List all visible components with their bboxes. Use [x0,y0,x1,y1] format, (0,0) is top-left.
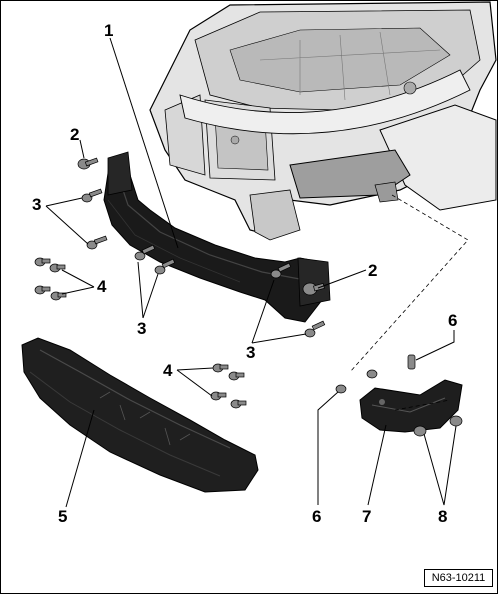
callout-2: 2 [368,261,378,280]
bolt-4-d [50,291,67,301]
screw-3-d [154,258,176,275]
callout-1: 1 [104,21,114,40]
callout-6: 6 [312,507,322,526]
bolt-4-h [230,399,247,409]
leader-lines [45,37,457,508]
callout-4: 4 [163,361,173,380]
bolt-4-a [34,257,51,267]
callout-7: 7 [362,507,372,526]
screw-8-a [413,425,427,437]
screw-2-upper [77,157,99,170]
clip-6-upper [407,354,416,370]
screw-3-e [270,262,292,279]
figure-reference-code: N63-10211 [424,569,493,587]
bolt-4-c [34,285,51,295]
clip-6-lower [335,384,347,394]
callout-8: 8 [438,507,448,526]
part-7-side-bracket [359,379,463,433]
callout-4: 4 [97,277,107,296]
callout-6: 6 [448,311,458,330]
part-5-energy-absorber [21,337,259,493]
bolt-4-f [228,371,245,381]
screw-3-b [86,235,108,250]
bolt-4-g [210,391,227,401]
screw-bracket-top [366,369,378,379]
callout-2: 2 [70,125,80,144]
screw-8-b [449,415,463,427]
callout-3: 3 [246,343,256,362]
callout-5: 5 [58,507,68,526]
callout-3: 3 [32,195,42,214]
projection-lines [349,194,469,411]
screw-3-f [304,320,326,338]
car-front-body [149,1,497,241]
screw-3-c [134,244,156,261]
bolt-4-b [49,263,66,273]
callout-3: 3 [137,319,147,338]
bolt-4-e [212,363,229,373]
screw-3-a [81,188,103,203]
